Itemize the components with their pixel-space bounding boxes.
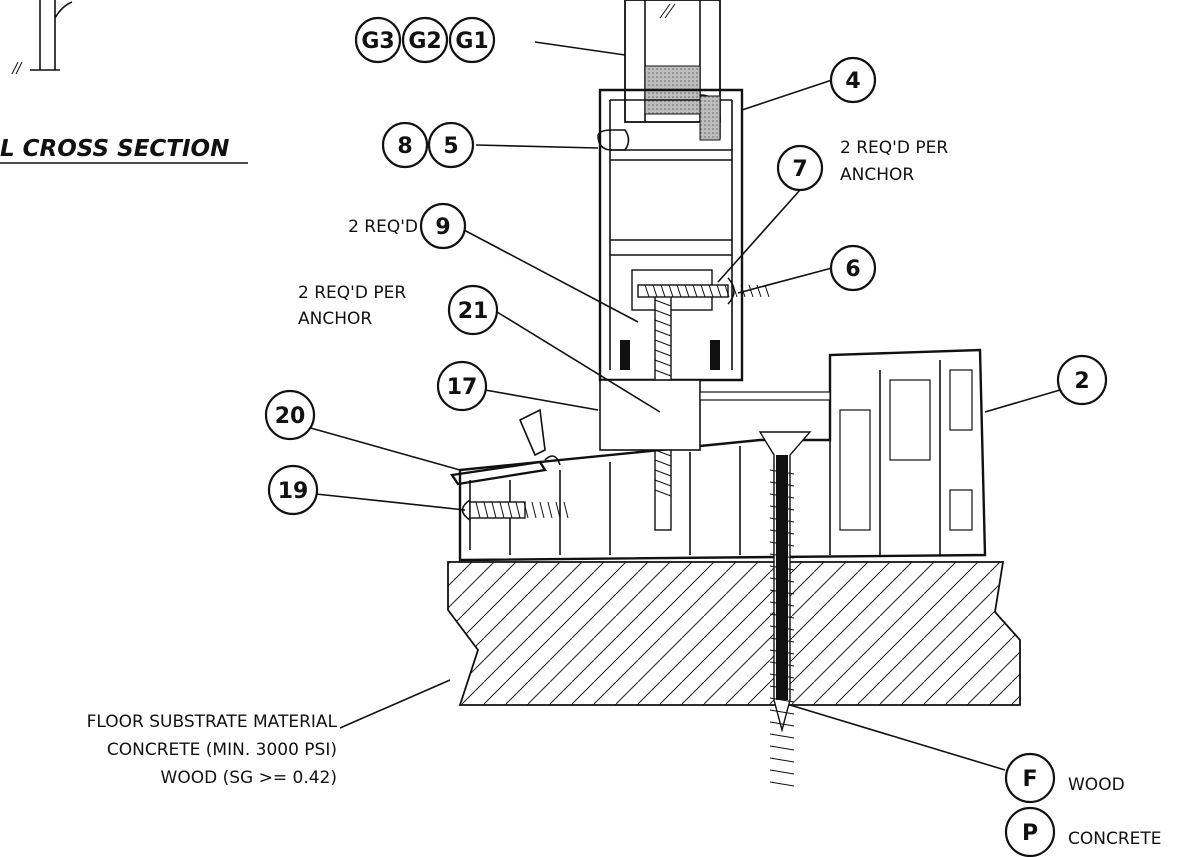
note-21-line1: 2 REQ'D PER	[298, 283, 406, 303]
callout-19: 19	[267, 464, 319, 516]
floor-substrate	[447, 561, 1021, 706]
section-title: L CROSS SECTION	[0, 136, 229, 162]
callout-21: 21	[447, 284, 499, 336]
note-7-line1: 2 REQ'D PER	[840, 138, 948, 158]
sill-frame-profile	[458, 348, 987, 562]
svg-text:P: P	[1022, 821, 1038, 846]
leader-lines	[299, 41, 1061, 771]
floor-anchor-screw	[758, 431, 812, 787]
svg-text:2: 2	[1074, 369, 1089, 394]
callout-6: 6	[829, 244, 877, 292]
callout-f: F	[1004, 752, 1056, 804]
svg-text:G1: G1	[455, 29, 488, 54]
substrate-note-line2: CONCRETE (MIN. 3000 PSI)	[107, 740, 337, 760]
svg-text:9: 9	[435, 215, 450, 240]
screw-19	[461, 499, 569, 521]
note-7-line2: ANCHOR	[840, 165, 914, 185]
svg-text:G2: G2	[408, 29, 441, 54]
callout-p: P	[1004, 806, 1056, 857]
svg-text:19: 19	[278, 479, 309, 504]
callout-g3: G3	[354, 16, 402, 64]
callout-17: 17	[436, 360, 488, 412]
screw-6	[637, 277, 770, 305]
svg-text:21: 21	[458, 299, 489, 324]
p-label: CONCRETE	[1068, 829, 1162, 849]
svg-text:G3: G3	[361, 29, 394, 54]
callout-2: 2	[1056, 354, 1108, 406]
callout-8: 8	[381, 121, 429, 169]
f-label: WOOD	[1068, 775, 1125, 795]
callout-g1: G1	[448, 16, 496, 64]
svg-text:6: 6	[845, 257, 860, 282]
callout-7: 7	[776, 144, 824, 192]
trim-20	[449, 455, 561, 486]
note-21-line2: ANCHOR	[298, 309, 372, 329]
svg-text:8: 8	[397, 134, 412, 159]
svg-text:5: 5	[443, 134, 458, 159]
substrate-note-line3: WOOD (SG >= 0.42)	[161, 768, 337, 788]
callout-4: 4	[829, 56, 877, 104]
svg-text:7: 7	[792, 157, 807, 182]
callout-g2: G2	[401, 16, 449, 64]
callout-5: 5	[427, 121, 475, 169]
substrate-note-line1: FLOOR SUBSTRATE MATERIAL	[87, 712, 338, 732]
svg-text:20: 20	[275, 404, 306, 429]
svg-text:17: 17	[447, 375, 478, 400]
callout-9: 9	[419, 202, 467, 250]
svg-text:4: 4	[845, 69, 860, 94]
svg-text:F: F	[1022, 767, 1037, 792]
partial-detail-fragment	[11, 0, 73, 75]
callout-20: 20	[264, 389, 316, 441]
note-9: 2 REQ'D	[348, 217, 418, 237]
